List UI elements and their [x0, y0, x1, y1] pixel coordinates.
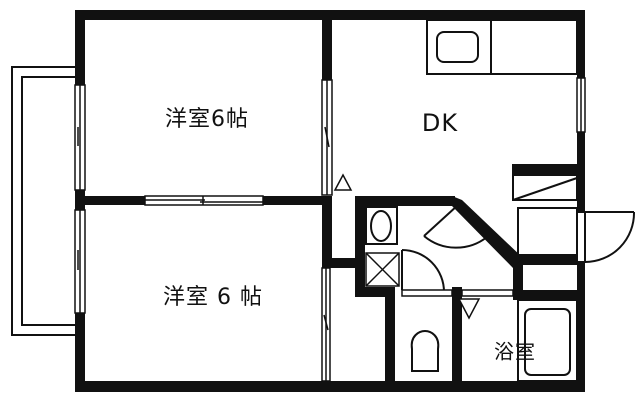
room-label-western-south: 洋室 6 帖	[163, 285, 263, 310]
sliding-door-dk	[321, 79, 333, 196]
room-label-dk: DK	[421, 109, 459, 137]
window-west-north	[74, 84, 86, 191]
washbasin	[365, 206, 398, 245]
thresholds	[401, 289, 514, 297]
closet-marker-icon	[333, 173, 353, 191]
entrance-door[interactable]	[576, 211, 636, 263]
kitchen-counter	[426, 19, 578, 75]
washroom-door[interactable]	[423, 204, 488, 249]
room-label-bathroom: 浴室	[494, 339, 536, 364]
sliding-doors-western-rooms	[144, 195, 264, 206]
bathroom-door-marker-icon	[457, 298, 481, 320]
toilet	[410, 329, 440, 372]
bathtub	[517, 299, 578, 382]
kitchen-sink	[436, 31, 479, 63]
room-label-western-north: 洋室6帖	[165, 107, 249, 132]
shoe-cabinet	[512, 164, 578, 256]
window-dk-east	[576, 77, 586, 133]
balcony	[11, 66, 75, 336]
toilet-door[interactable]	[401, 249, 445, 293]
sliding-door-south-room	[321, 267, 331, 382]
washing-machine-space	[365, 252, 400, 287]
window-west-south	[74, 209, 86, 314]
